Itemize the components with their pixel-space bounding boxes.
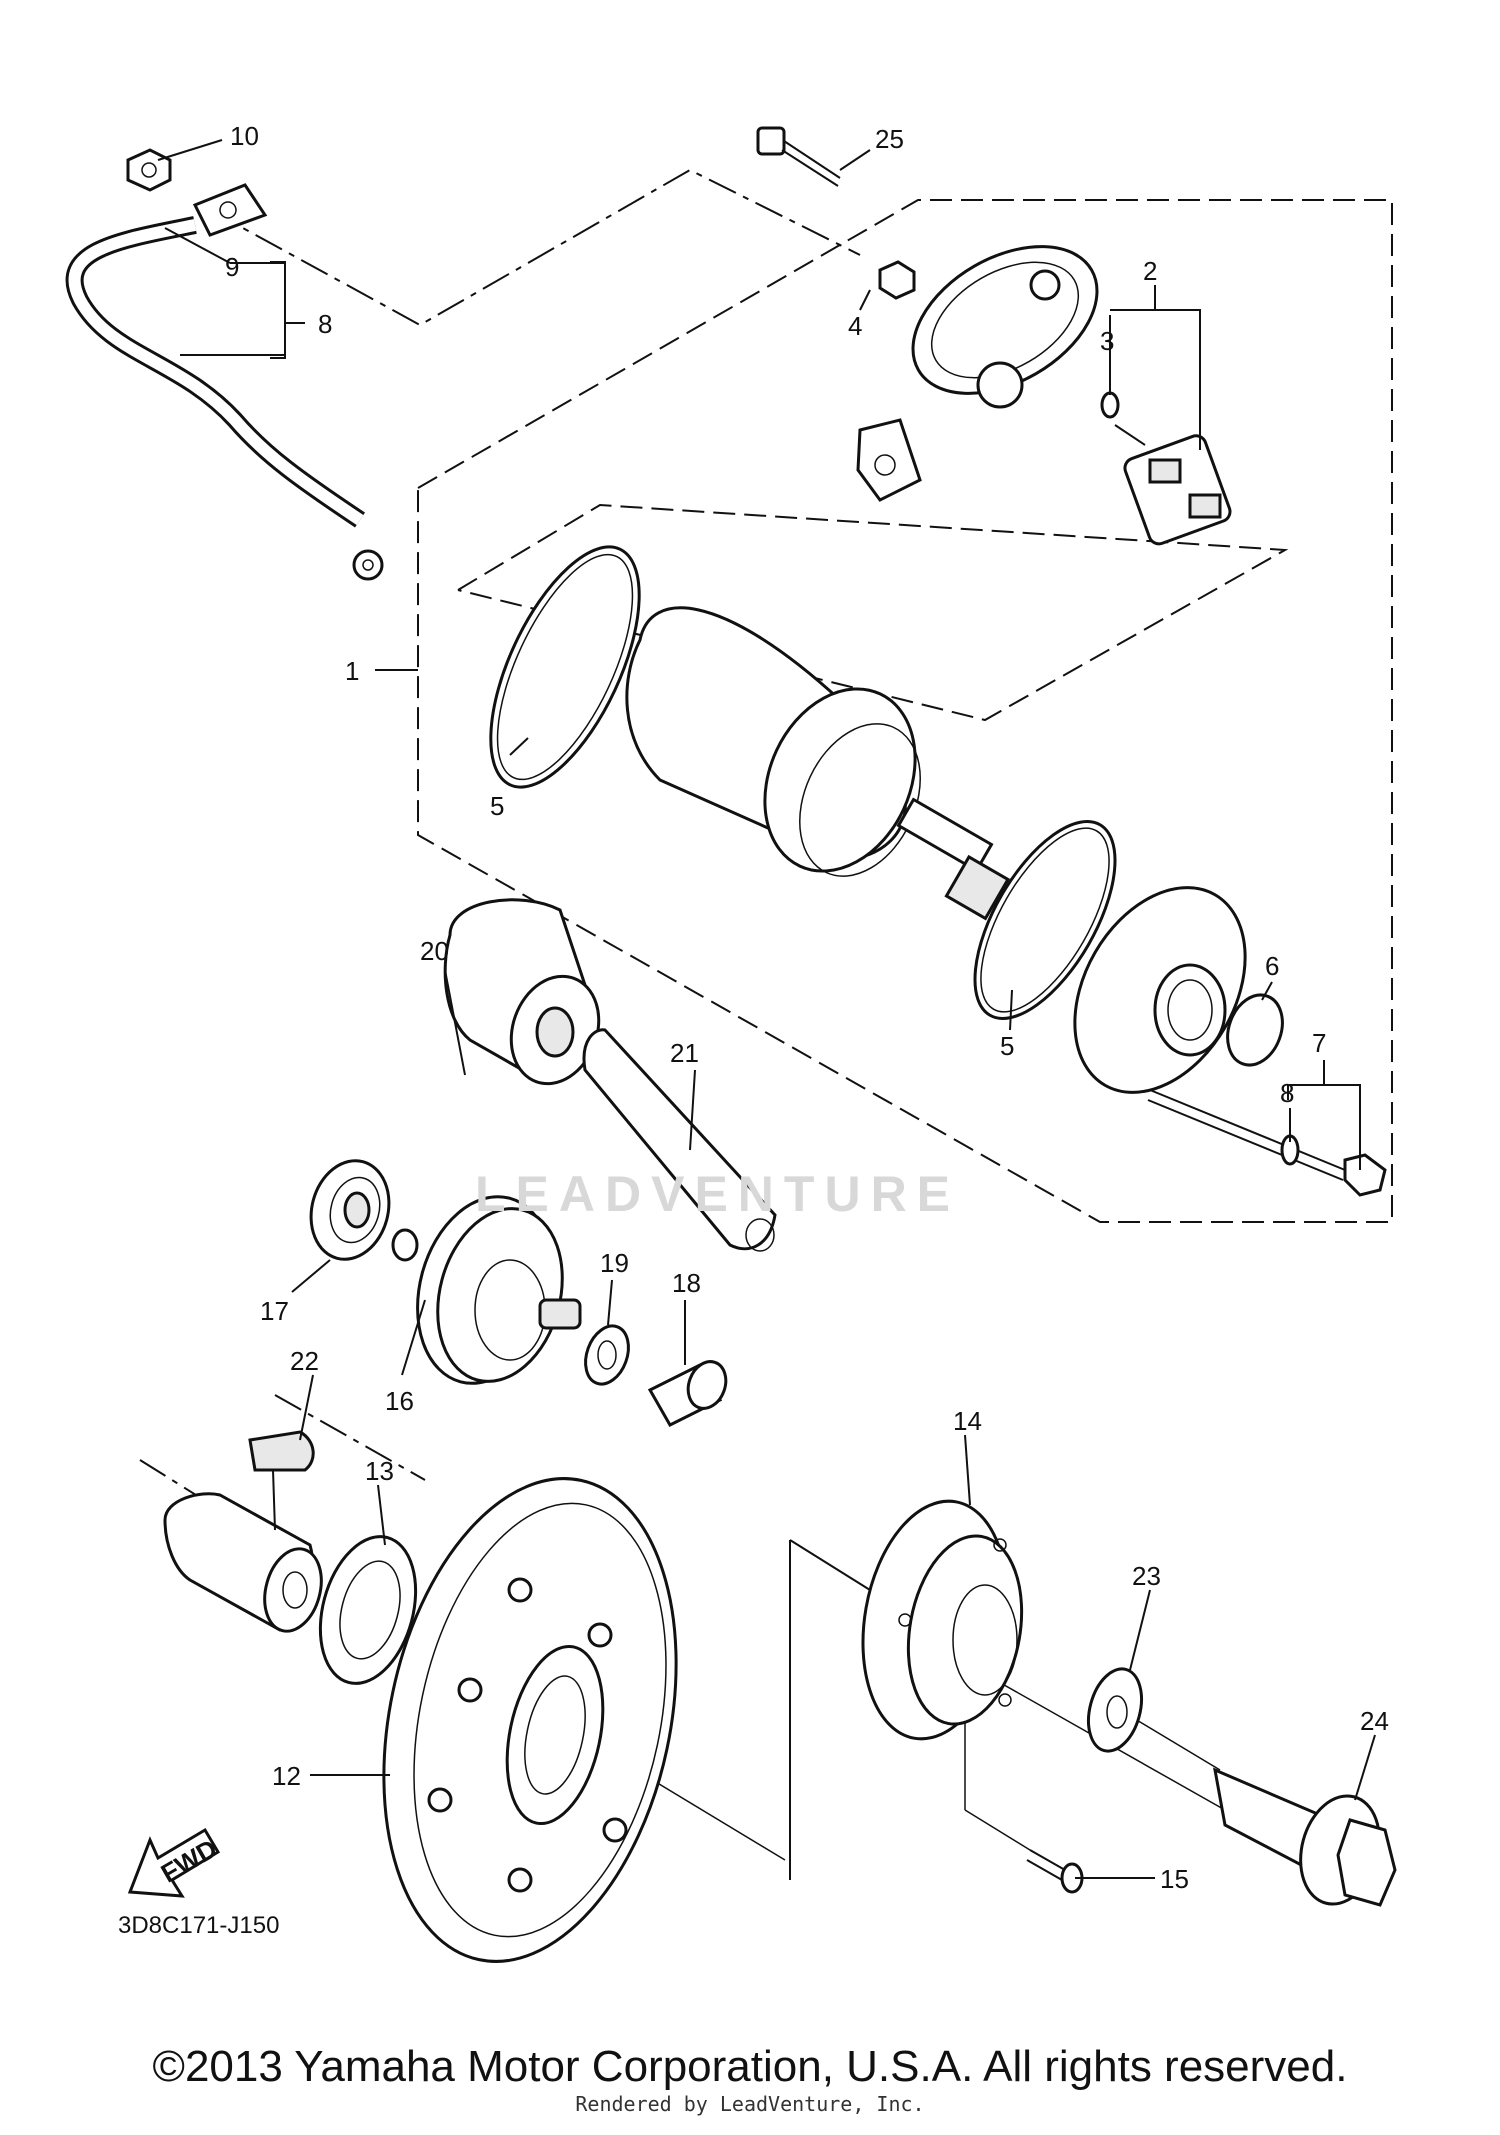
callout-5-front: 5: [490, 791, 504, 821]
part-crankshaft-end: [163, 1492, 323, 1633]
callout-22: 22: [290, 1346, 319, 1376]
part-bolt-25: [756, 126, 841, 187]
callout-15: 15: [1160, 1864, 1189, 1894]
fwd-arrow-icon: FWD: [127, 1827, 222, 1898]
part-front-cover: [1073, 886, 1247, 1094]
part-rear-cover: [856, 245, 1099, 502]
callout-14: 14: [953, 1406, 982, 1436]
callout-13: 13: [365, 1456, 394, 1486]
callout-21: 21: [670, 1038, 699, 1068]
callout-9: 8: [318, 309, 332, 339]
part-bearing-17: [309, 1159, 391, 1261]
callout-24: 24: [1360, 1706, 1389, 1736]
part-motor-yoke: [625, 606, 1010, 921]
callout-12: 12: [272, 1761, 301, 1791]
part-starter-wheel-gear-12: [382, 1477, 678, 1963]
watermark-logo: LEADVENTURE: [475, 1166, 961, 1222]
callout-18: 18: [672, 1268, 701, 1298]
part-starter-clutch-gear-16: [391, 1195, 582, 1385]
part-nut-11: [126, 148, 172, 192]
callout-4: 4: [848, 311, 862, 341]
callout-3: 3: [1100, 326, 1114, 356]
part-o-ring-3: [1100, 391, 1120, 419]
callout-10: 9: [225, 252, 239, 282]
diagram-code: 3D8C171-J150: [118, 1912, 280, 1939]
part-woodruff-key-22: [248, 1430, 315, 1472]
part-needle-bearing-18: [647, 1360, 728, 1427]
callout-19: 19: [600, 1248, 629, 1278]
callout-7: 7: [1312, 1028, 1326, 1058]
part-washer-23: [1087, 1667, 1143, 1753]
callout-1: 1: [345, 656, 359, 686]
part-o-ring-5-front: [489, 545, 641, 789]
part-idler-shaft-21: [582, 1028, 777, 1252]
leader-lines: [157, 139, 1376, 1879]
part-starter-cable-9: [65, 183, 384, 581]
callout-25: 25: [875, 124, 904, 154]
part-clutch-housing-14: [861, 1499, 1024, 1741]
part-nut-4: [878, 260, 916, 300]
callout-5-rear: 5: [1000, 1031, 1014, 1061]
rendered-by-notice: Rendered by LeadVenture, Inc.: [575, 2092, 925, 2116]
callout-labels: 10 9 8 25 4 2 3 1 5 5 6 7 8 20 21 17 19 …: [225, 121, 1389, 1894]
part-brush-holder-2: [1114, 424, 1232, 546]
part-washer-13: [318, 1535, 418, 1685]
callout-2: 2: [1143, 256, 1157, 286]
part-o-ring-5-rear: [973, 820, 1117, 1020]
callout-6: 6: [1265, 951, 1279, 981]
callout-11: 10: [230, 121, 259, 151]
callout-8: 8: [1280, 1078, 1294, 1108]
part-flange-bolt-24: [1213, 1767, 1397, 1907]
copyright-notice: ©2013 Yamaha Motor Corporation, U.S.A. A…: [152, 2042, 1348, 2091]
callout-16: 16: [385, 1386, 414, 1416]
part-bolt-7: [1147, 1089, 1387, 1197]
part-screw-15: [1026, 1849, 1084, 1894]
callout-17: 17: [260, 1296, 289, 1326]
callout-20: 20: [420, 936, 449, 966]
part-washer-19: [584, 1324, 630, 1386]
part-o-ring-6: [1226, 993, 1284, 1067]
callout-23: 23: [1132, 1561, 1161, 1591]
